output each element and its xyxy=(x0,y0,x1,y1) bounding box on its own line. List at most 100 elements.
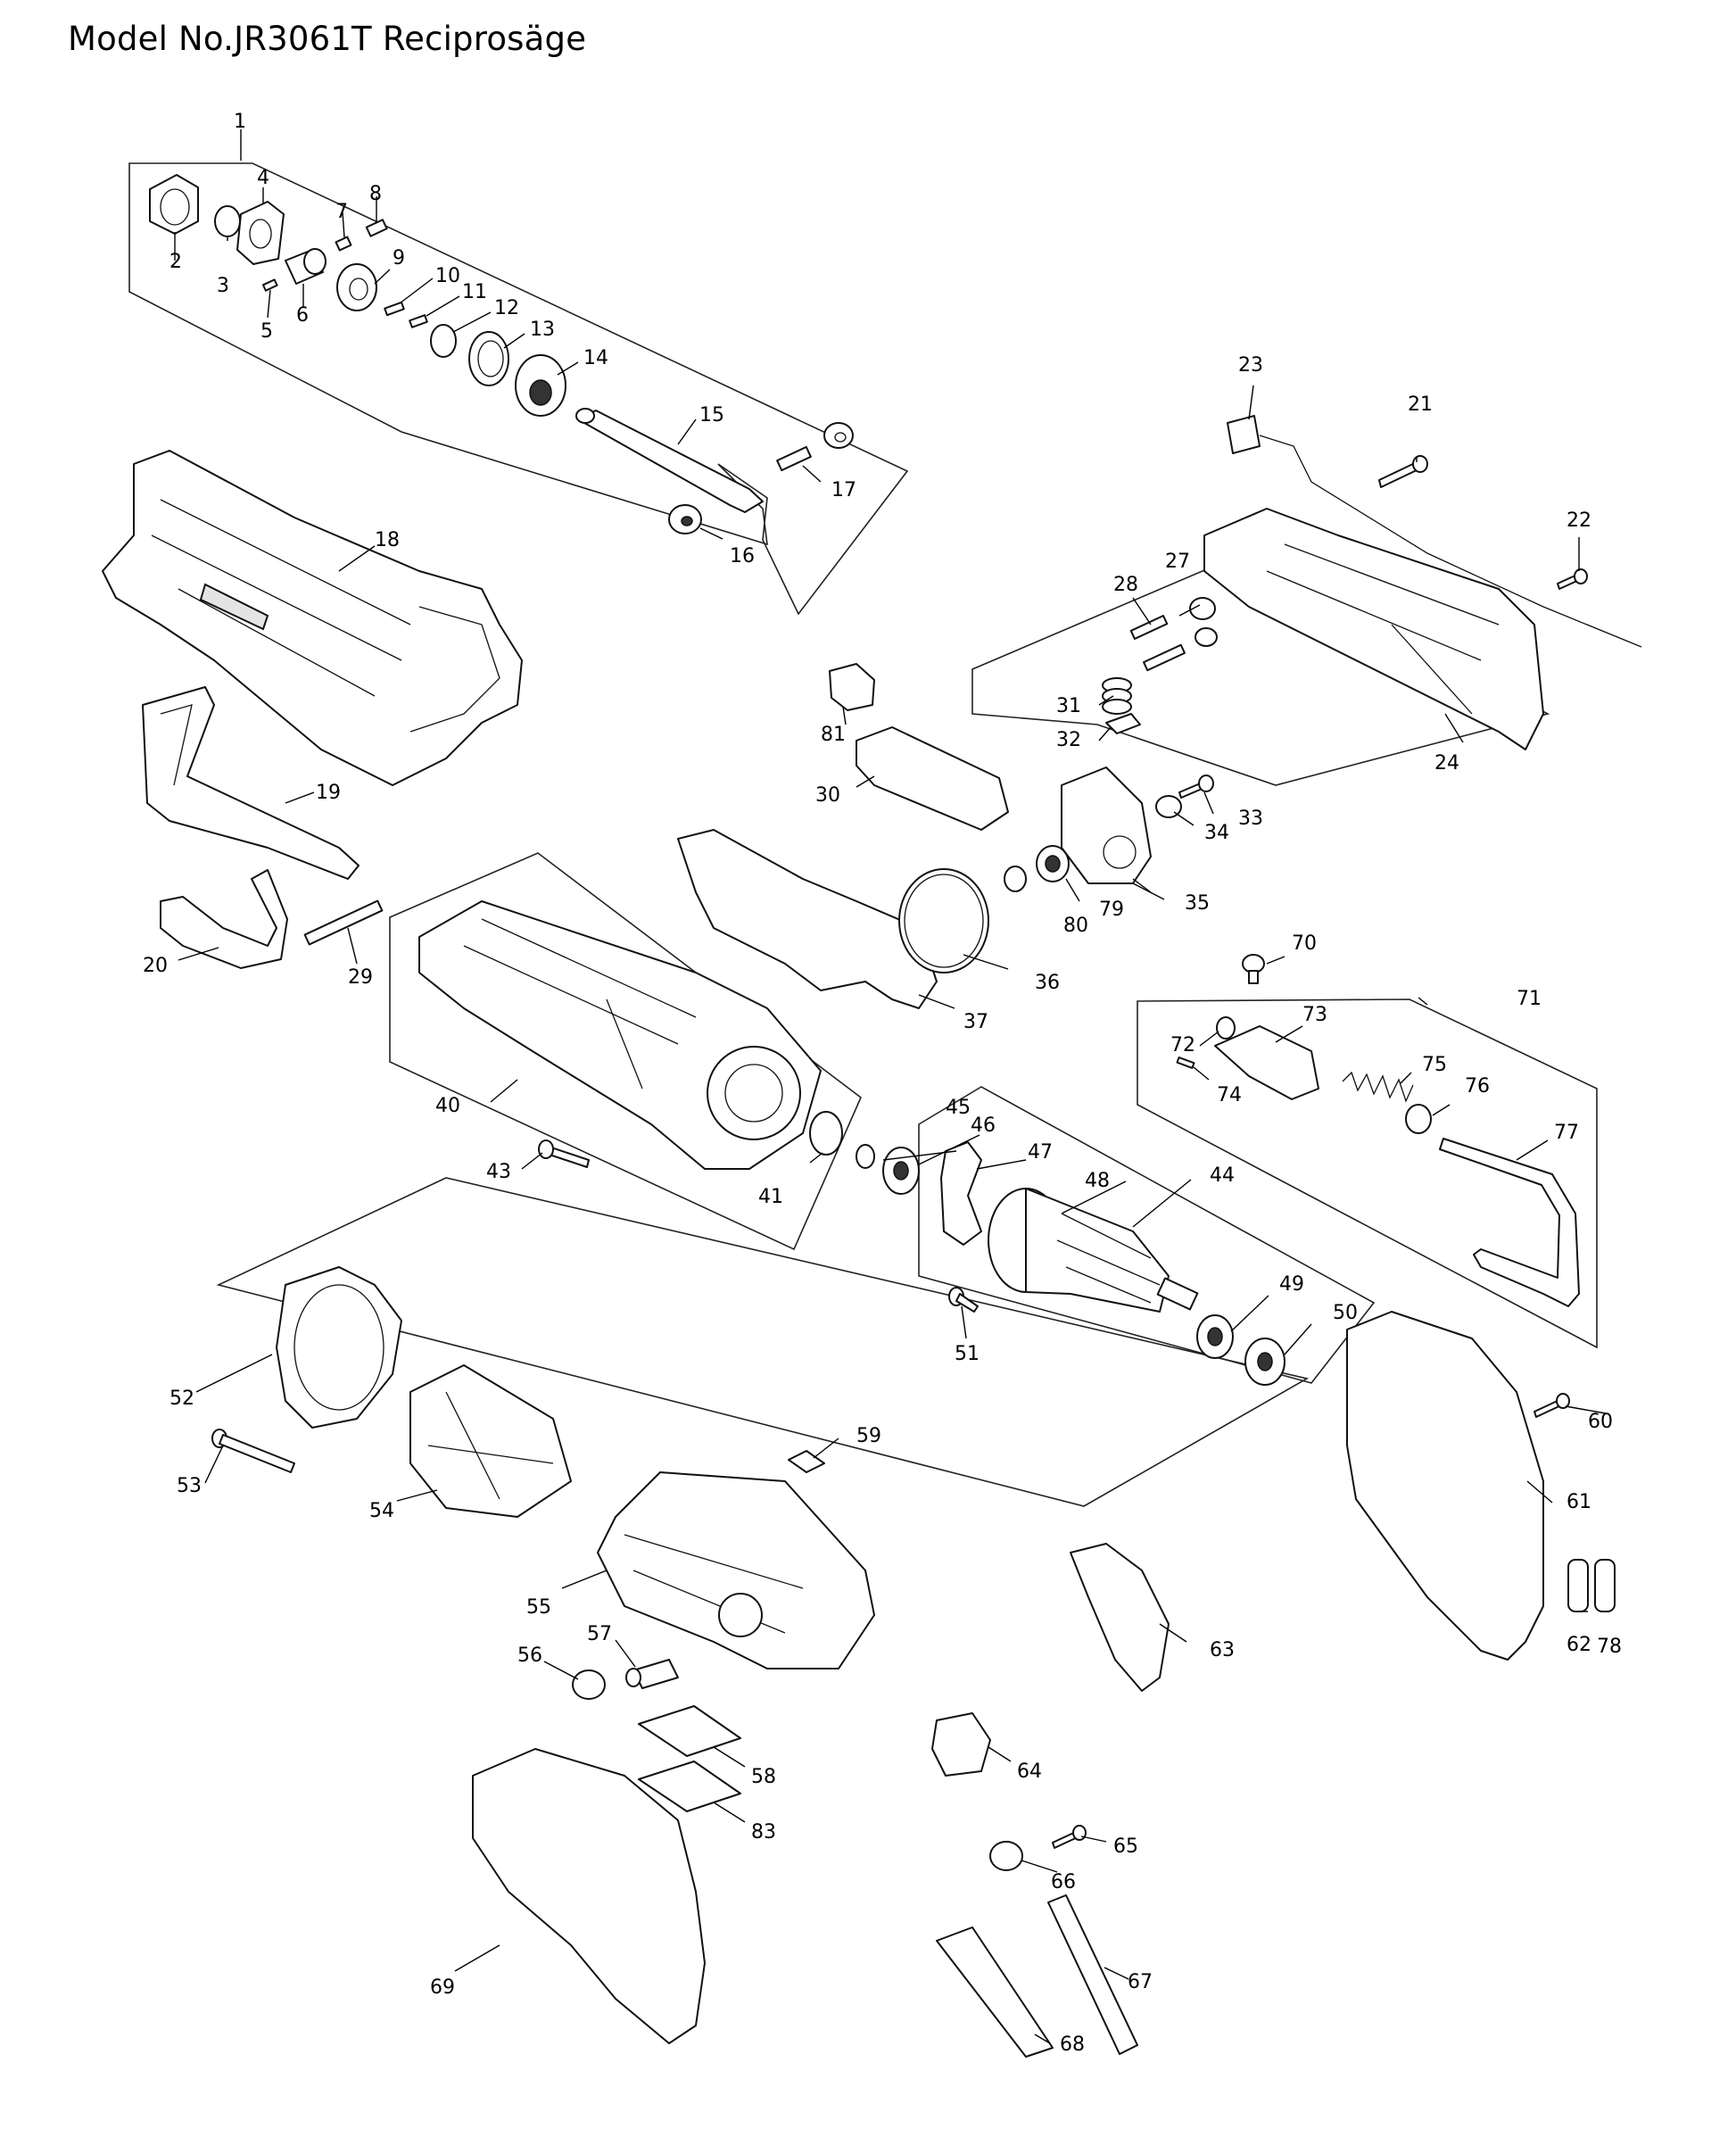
part-57 xyxy=(625,1659,679,1689)
label-58: 58 xyxy=(751,1766,776,1788)
part-23 xyxy=(1227,415,1642,648)
part-14 xyxy=(515,354,566,417)
label-13: 13 xyxy=(530,319,555,341)
part-27 xyxy=(1143,597,1218,672)
part-20 xyxy=(160,869,288,969)
label-40: 40 xyxy=(435,1095,460,1117)
label-63: 63 xyxy=(1210,1639,1235,1661)
label-32: 32 xyxy=(1056,729,1081,751)
label-43: 43 xyxy=(486,1161,511,1183)
part-18-housing xyxy=(102,450,523,786)
part-45 xyxy=(856,1144,875,1169)
label-28: 28 xyxy=(1113,574,1138,596)
label-14: 14 xyxy=(583,347,608,369)
label-46: 46 xyxy=(971,1114,996,1137)
label-62: 62 xyxy=(1567,1634,1591,1656)
label-48: 48 xyxy=(1085,1170,1110,1192)
part-67 xyxy=(1047,1894,1138,2055)
part-60 xyxy=(1533,1393,1570,1418)
group-44-frame xyxy=(918,1086,1376,1384)
label-72: 72 xyxy=(1170,1034,1195,1056)
label-56: 56 xyxy=(517,1644,542,1667)
label-77: 77 xyxy=(1554,1122,1579,1144)
label-20: 20 xyxy=(143,955,168,977)
label-69: 69 xyxy=(430,1976,455,1999)
label-64: 64 xyxy=(1017,1760,1042,1783)
label-54: 54 xyxy=(369,1500,394,1522)
label-71: 71 xyxy=(1517,988,1542,1010)
part-49 xyxy=(1196,1314,1234,1359)
label-15: 15 xyxy=(699,404,724,427)
label-23: 23 xyxy=(1238,354,1263,377)
label-61: 61 xyxy=(1567,1491,1591,1513)
label-49: 49 xyxy=(1279,1273,1304,1296)
label-44: 44 xyxy=(1210,1164,1235,1187)
label-37: 37 xyxy=(963,1011,988,1033)
label-5: 5 xyxy=(260,320,273,343)
part-56 xyxy=(572,1669,606,1700)
label-79: 79 xyxy=(1099,899,1124,921)
label-66: 66 xyxy=(1051,1871,1076,1893)
part-74 xyxy=(1176,1056,1195,1069)
part-33 xyxy=(1178,775,1214,799)
part-4 xyxy=(236,201,285,265)
label-7: 7 xyxy=(335,201,348,223)
label-78: 78 xyxy=(1597,1636,1622,1658)
label-29: 29 xyxy=(348,966,373,989)
label-67: 67 xyxy=(1128,1971,1153,1993)
part-66 xyxy=(989,1841,1023,1871)
label-83: 83 xyxy=(751,1821,776,1843)
label-51: 51 xyxy=(955,1343,980,1365)
part-11 xyxy=(409,314,428,328)
part-46 xyxy=(882,1147,920,1195)
label-10: 10 xyxy=(435,265,460,287)
part-54 xyxy=(409,1364,572,1518)
part-37 xyxy=(677,829,938,1009)
part-15 xyxy=(575,408,764,513)
part-21 xyxy=(1378,455,1428,488)
label-24: 24 xyxy=(1434,752,1459,775)
label-31: 31 xyxy=(1056,695,1081,717)
label-34: 34 xyxy=(1204,822,1229,844)
label-52: 52 xyxy=(169,1388,194,1410)
label-57: 57 xyxy=(587,1623,612,1645)
part-6 xyxy=(285,248,327,285)
label-41: 41 xyxy=(758,1186,783,1208)
label-36: 36 xyxy=(1035,972,1060,994)
part-13 xyxy=(468,331,509,386)
part-79 xyxy=(1036,845,1070,882)
part-69 xyxy=(472,1748,706,2044)
label-65: 65 xyxy=(1113,1835,1138,1858)
part-47 xyxy=(940,1141,982,1246)
label-16: 16 xyxy=(730,545,755,567)
label-55: 55 xyxy=(526,1596,551,1619)
label-68: 68 xyxy=(1060,2034,1085,2056)
part-51 xyxy=(948,1287,979,1313)
group-71-frame xyxy=(1137,998,1598,1349)
part-3 xyxy=(214,205,241,237)
part-9 xyxy=(336,263,377,311)
part-12 xyxy=(430,324,457,358)
label-30: 30 xyxy=(815,784,840,807)
part-30 xyxy=(856,726,1009,831)
label-80: 80 xyxy=(1063,915,1088,937)
part-19 xyxy=(142,686,360,880)
part-43 xyxy=(538,1139,590,1168)
diagram-title: Model No.JR3061T Reciprosäge xyxy=(68,20,587,58)
label-9: 9 xyxy=(393,247,405,269)
label-45: 45 xyxy=(946,1097,971,1119)
group-40-frame xyxy=(389,852,862,1251)
part-29 xyxy=(303,899,384,946)
label-59: 59 xyxy=(856,1425,881,1447)
part-80 xyxy=(1004,866,1027,892)
part-50 xyxy=(1244,1338,1285,1386)
part-76 xyxy=(1405,1104,1432,1134)
part-22 xyxy=(1557,568,1588,590)
label-53: 53 xyxy=(177,1475,202,1497)
part-32 xyxy=(1105,713,1141,734)
part-8 xyxy=(365,219,388,237)
part-24 xyxy=(1203,508,1544,750)
label-50: 50 xyxy=(1333,1302,1358,1324)
part-labels: 1 2 3 4 5 6 7 8 9 10 11 12 13 14 15 16 1… xyxy=(143,111,1622,2056)
part-81 xyxy=(829,663,875,711)
